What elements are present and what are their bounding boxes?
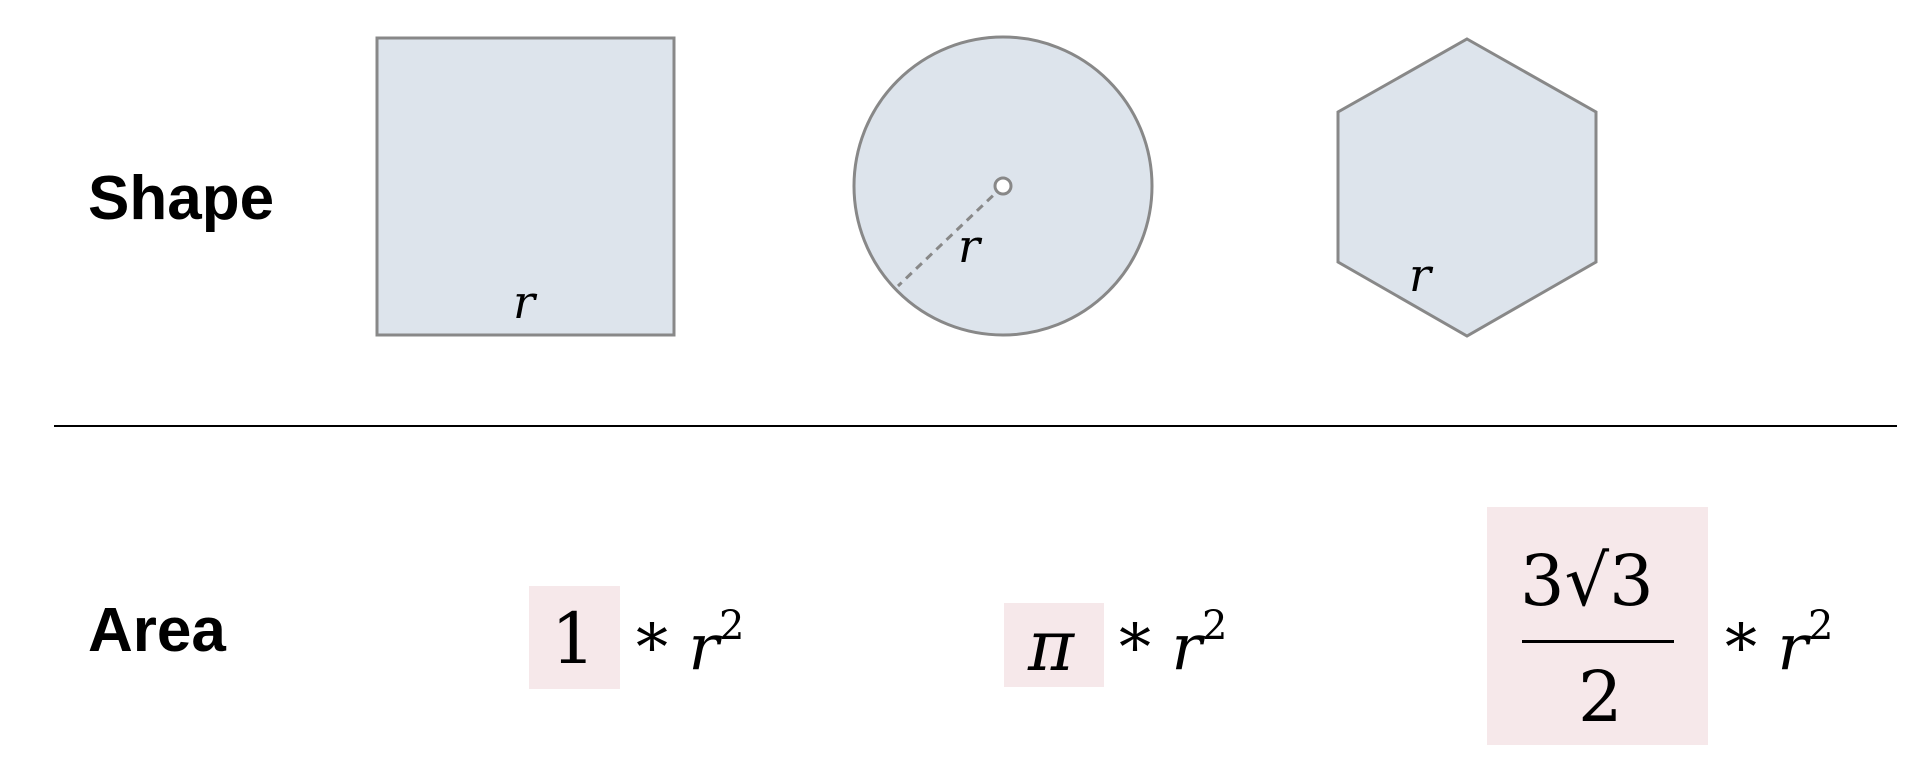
- circle-area-formula-tail: * r2: [1119, 606, 1227, 680]
- square-area-exponent: 2: [718, 603, 745, 649]
- circle-center-point: [993, 176, 1013, 196]
- hexagon-area-variable: r: [1777, 611, 1808, 686]
- hexagon-fraction-bar: [1522, 640, 1674, 643]
- hexagon-area-coefficient-numerator: 3√3: [1520, 540, 1654, 622]
- circle-area-exponent: 2: [1201, 603, 1228, 649]
- square-coefficient-highlight: [529, 586, 620, 689]
- hexagon-coefficient-highlight: [1487, 507, 1708, 745]
- circle-radius-line: [896, 184, 1005, 288]
- circle-shape: r: [852, 35, 1154, 337]
- hexagon-area-operator: *: [1725, 611, 1757, 686]
- square-area-operator: *: [636, 611, 668, 686]
- hexagon-area-coefficient-denominator: 2: [1578, 656, 1623, 738]
- circle-area-variable: r: [1171, 611, 1202, 686]
- square-shape: r: [375, 36, 676, 337]
- square-radius-label: r: [513, 275, 538, 329]
- circle-area-operator: *: [1119, 611, 1151, 686]
- hexagon-area-formula-tail: * r2: [1725, 606, 1833, 680]
- square-area-variable: r: [688, 611, 719, 686]
- circle-radius-label: r: [958, 219, 983, 273]
- shape-row-label: Shape: [88, 164, 275, 233]
- square-area-formula-tail: * r2: [636, 606, 744, 680]
- square-area-coefficient: 1: [551, 598, 596, 680]
- area-row-label: Area: [88, 596, 226, 665]
- hexagon-area-exponent: 2: [1807, 603, 1834, 649]
- hexagon-shape: r: [1336, 37, 1598, 338]
- row-divider: [54, 425, 1897, 427]
- circle-coefficient-highlight: [1004, 603, 1104, 687]
- hexagon-radius-label: r: [1409, 248, 1434, 302]
- circle-area-coefficient: π: [1028, 605, 1075, 687]
